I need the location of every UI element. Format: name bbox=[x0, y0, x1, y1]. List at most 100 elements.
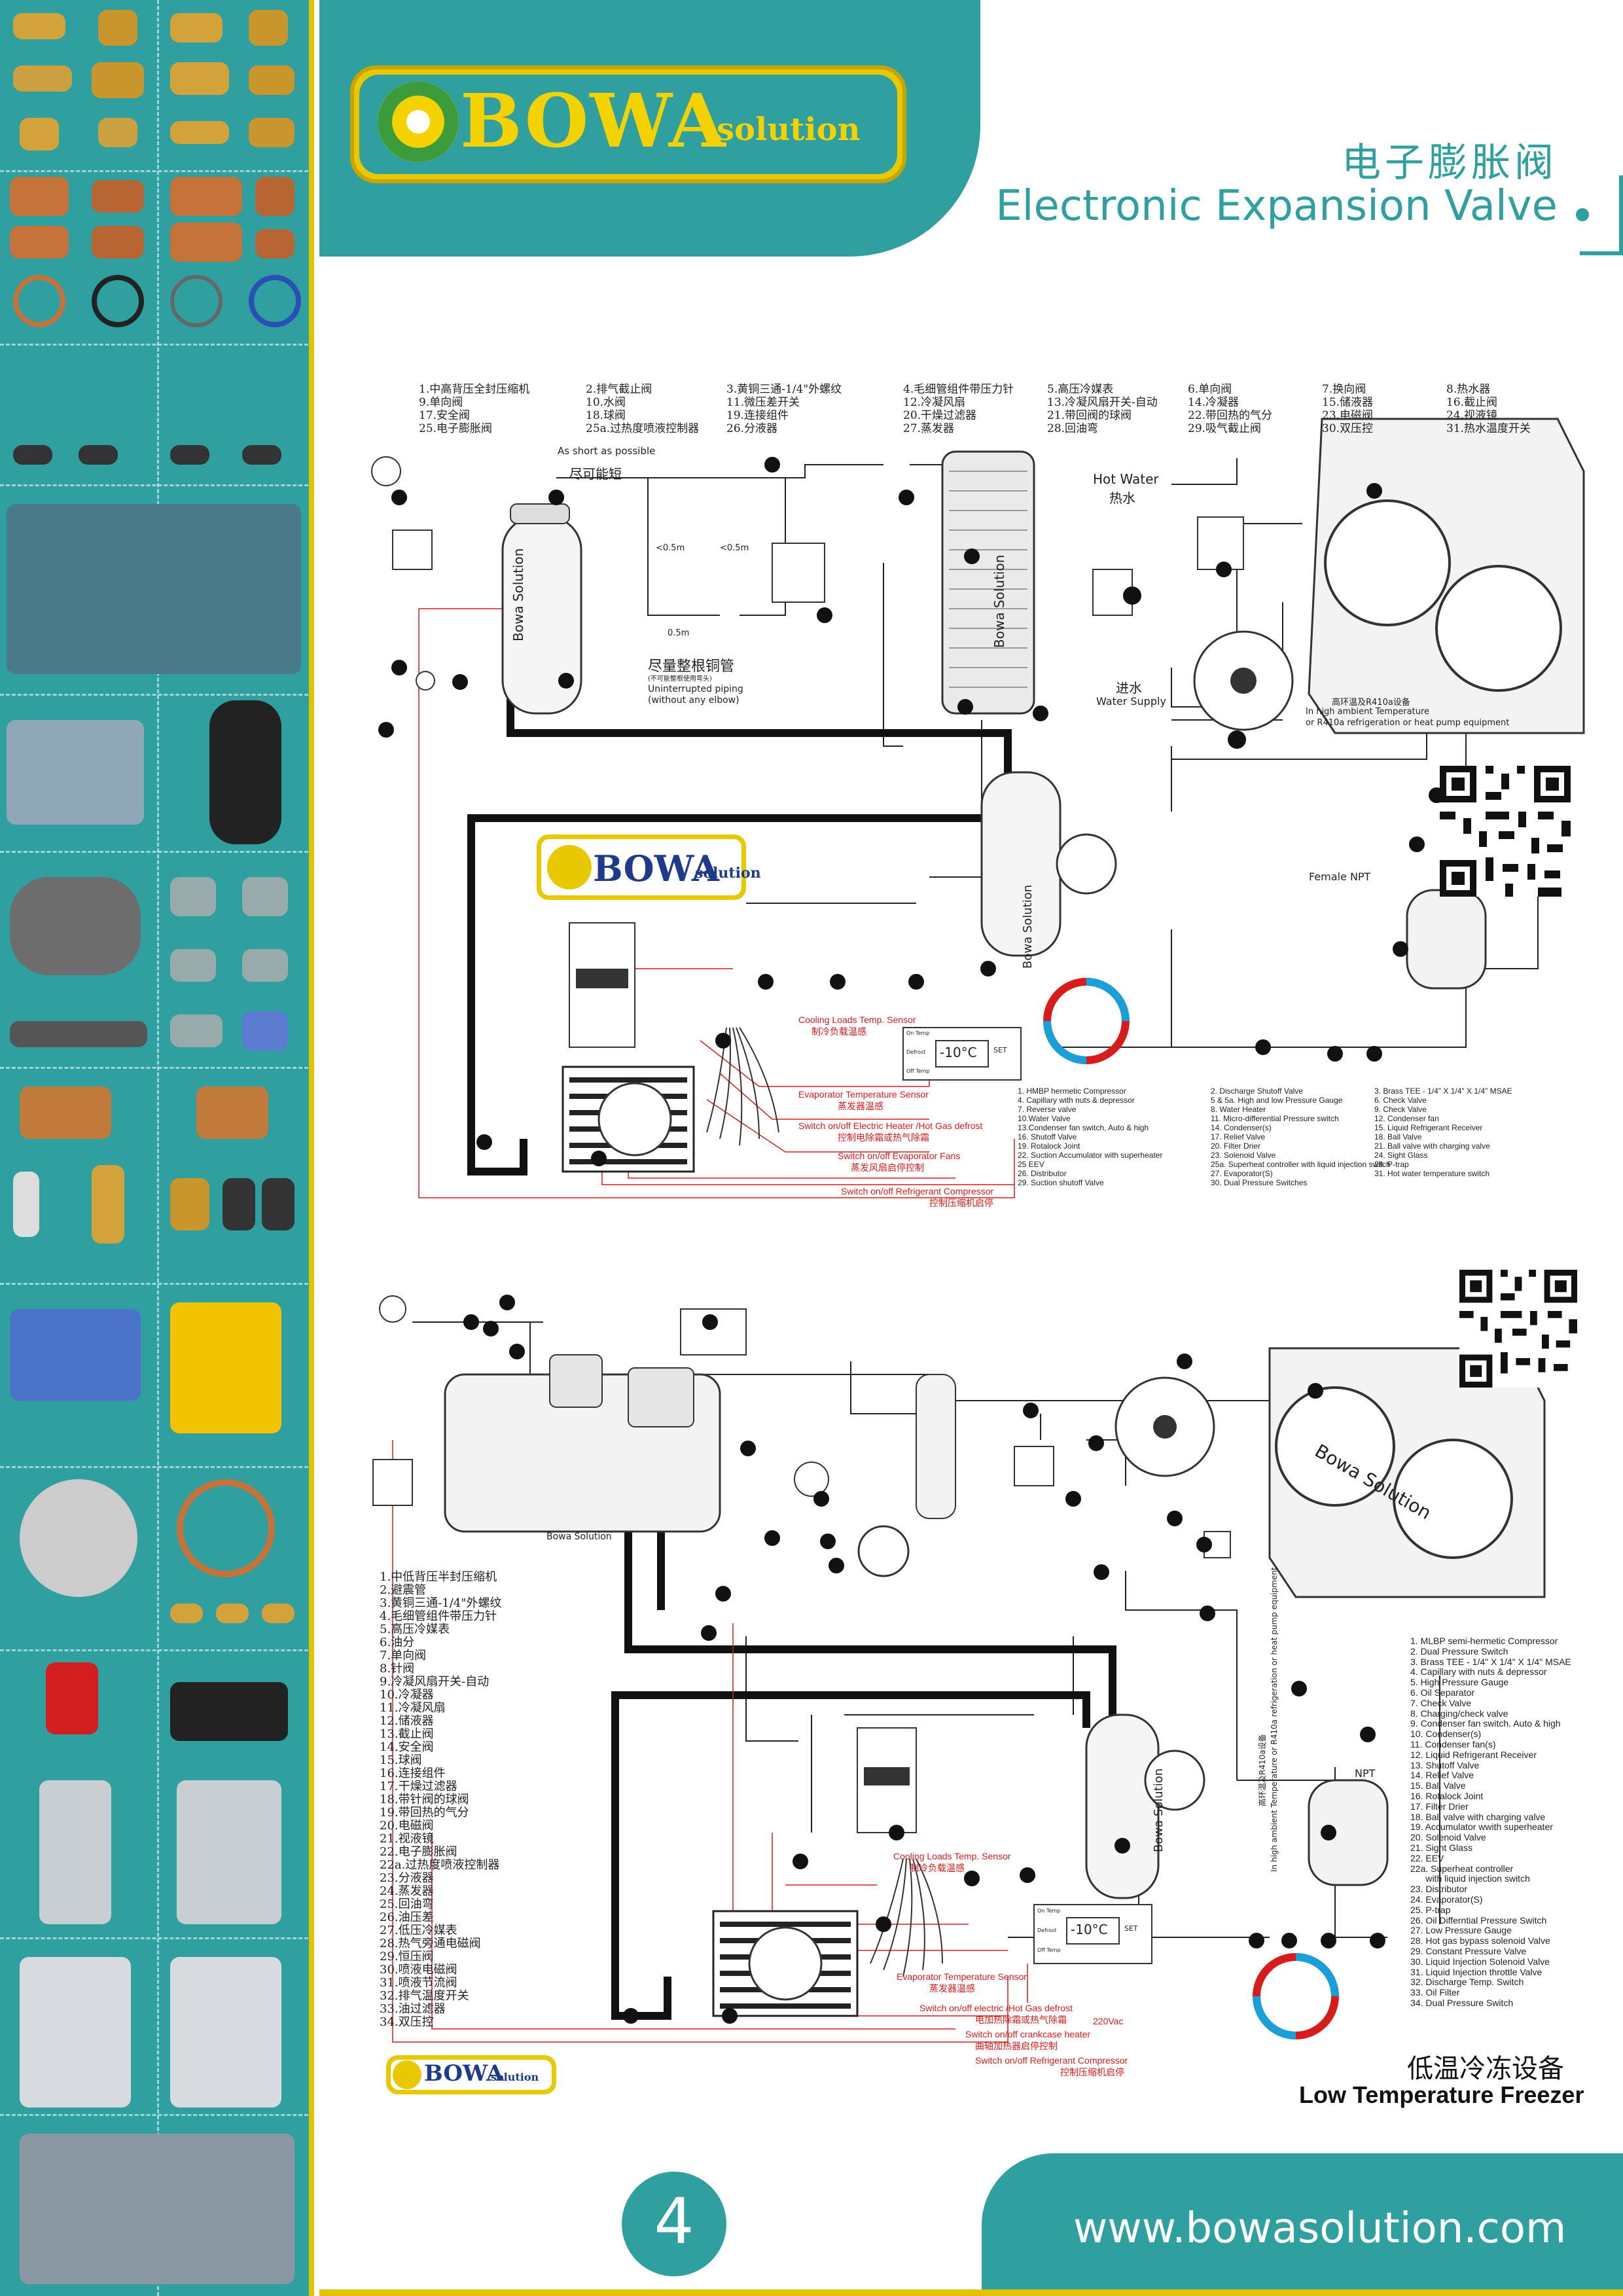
brass-fitting-image bbox=[170, 13, 223, 43]
ice-machine-image bbox=[20, 2134, 294, 2284]
copper-fitting-image bbox=[255, 177, 294, 216]
copper-fitting-image bbox=[92, 180, 144, 213]
accumulator-brand-label: Bowa Solution bbox=[1152, 1768, 1166, 1852]
valve-plate-image bbox=[242, 949, 288, 982]
brass-fitting-image bbox=[170, 62, 229, 95]
sensor-image bbox=[242, 445, 281, 465]
brass-fitting-image bbox=[98, 118, 137, 147]
vacuum-pump-image bbox=[10, 1309, 141, 1401]
page-number-badge: 4 bbox=[622, 2172, 726, 2276]
legend-cn-col: 2.排气截止阀 10.水阀 18.球阀 25a.过热度喷液控制器 bbox=[586, 383, 700, 435]
crankshaft-image bbox=[10, 1021, 147, 1047]
bearing-image bbox=[242, 1011, 288, 1050]
title-bullet-icon bbox=[1576, 208, 1589, 221]
page-title: Electronic Expansion Valve bbox=[995, 182, 1558, 230]
brass-fitting-image bbox=[249, 65, 294, 95]
compressor-switch-label-cn: 控制压缩机启停 bbox=[929, 1198, 993, 1208]
semi-hermetic-compressor-image bbox=[7, 720, 144, 825]
evaporator-sensor-label-cn: 蒸发器温感 bbox=[929, 1983, 975, 1994]
legend-cn-col: 7.换向阀 15.储液器 23.电磁阀 30.双压控 bbox=[1322, 383, 1374, 435]
heat-pump-diagram: 1.中高背压全封压缩机 9.单向阀 17.安全阀 25.电子膨胀阀 2.排气截止… bbox=[353, 367, 1597, 1230]
defrost-label: Defrost bbox=[906, 1049, 926, 1055]
controller-temp-display: -10°C bbox=[1071, 1922, 1108, 1937]
voltage-label: 220Vac bbox=[1093, 2016, 1124, 2026]
brand-logo[interactable]: BOWA solution bbox=[350, 65, 906, 183]
inline-logo-wordmark: BOWA bbox=[593, 848, 719, 889]
piping-label-cn: 尽量整根铜管 bbox=[648, 658, 735, 675]
brass-fitting-image bbox=[20, 118, 59, 151]
sidebar-divider bbox=[0, 484, 314, 486]
freezer-cabinet-image bbox=[177, 1780, 281, 1924]
page-number: 4 bbox=[654, 2185, 694, 2258]
compressor-switch-label: Switch on/off Refrigerant Compressor bbox=[975, 2055, 1128, 2066]
shutoff-valve-image bbox=[223, 1178, 255, 1230]
brass-fitting-image bbox=[216, 1604, 249, 1623]
scroll-compressor-image bbox=[209, 700, 281, 844]
controller-set-button[interactable]: SET bbox=[1124, 1924, 1138, 1933]
as-short-label: As short as possible bbox=[558, 445, 656, 457]
expansion-valve-image bbox=[92, 1165, 124, 1244]
copper-fitting-image bbox=[10, 226, 69, 259]
bottom-logo-tagline: solution bbox=[491, 2071, 539, 2083]
on-temp-label: On Temp bbox=[1037, 1908, 1061, 1914]
high-ambient-label: or R410a refrigeration or heat pump equi… bbox=[1306, 718, 1510, 728]
heat-pump-schematic bbox=[371, 418, 1585, 1198]
logo-emblem-icon bbox=[547, 845, 592, 889]
legend-cn-col: 4.毛细管组件带压力针 12.冷凝风扇 20.干燥过滤器 27.蒸发器 bbox=[903, 383, 1014, 435]
distance-label: <0.5m bbox=[656, 543, 685, 553]
freezer-cabinet-image bbox=[20, 1957, 131, 2108]
hot-water-label-cn: 热水 bbox=[1109, 490, 1135, 506]
sensor-image bbox=[13, 445, 52, 465]
legend-cn-col: 1.中高背压全封压缩机 9.单向阀 17.安全阀 25.电子膨胀阀 bbox=[419, 383, 530, 435]
logo-wordmark: BOWA bbox=[460, 79, 727, 164]
defrost-label: Defrost bbox=[1037, 1928, 1057, 1933]
legend-cn-col: 5.高压冷媒表 13.冷凝风扇开关-自动 21.带回阀的球阀 28.回油弯 bbox=[1047, 383, 1158, 435]
piping-note-cn: (不可能整根使用弯头) bbox=[648, 675, 712, 683]
shutoff-valve-image bbox=[170, 1178, 209, 1230]
crankcase-switch-label-cn: 曲轴加热器启停控制 bbox=[975, 2041, 1058, 2051]
footer-band bbox=[982, 2153, 1623, 2296]
evaporator-sensor-label: Evaporator Temperature Sensor bbox=[798, 1089, 929, 1100]
brass-fitting-image bbox=[13, 13, 65, 39]
heater-switch-label-cn: 电加热除霜或热气除霜 bbox=[975, 2015, 1067, 2025]
copper-fitting-image bbox=[255, 229, 294, 259]
qr-code[interactable] bbox=[1440, 766, 1571, 897]
logo-emblem-icon bbox=[393, 2060, 421, 2089]
legend-cn-list: 1.中低背压半封压缩机 2.避震管 3.黄铜三通-1/4"外螺纹 4.毛细管组件… bbox=[380, 1570, 502, 2029]
controller-set-button[interactable]: SET bbox=[993, 1046, 1007, 1054]
high-ambient-label-cn: 高环温及R410a设备 bbox=[1332, 698, 1410, 708]
compressor-switch-label-cn: 控制压缩机启停 bbox=[1060, 2067, 1124, 2077]
copper-fitting-image bbox=[170, 223, 242, 262]
hot-water-label: Hot Water bbox=[1093, 471, 1159, 487]
brass-fitting-image bbox=[249, 10, 288, 46]
fans-switch-label-cn: 蒸发风扇启停控制 bbox=[851, 1162, 924, 1173]
high-ambient-label: In high ambient Temperature or R410a ref… bbox=[1270, 1567, 1279, 1872]
as-short-label-cn: 尽可能短 bbox=[569, 466, 622, 482]
logo-tagline: solution bbox=[717, 111, 861, 148]
heater-switch-label: Switch on/off Electric Heater /Hot Gas d… bbox=[798, 1121, 983, 1131]
qr-code[interactable] bbox=[1459, 1270, 1577, 1388]
legend-en-col: 1. HMBP hermetic Compressor 4. Capillary… bbox=[1018, 1086, 1163, 1187]
sidebar-gold-edge bbox=[309, 0, 314, 2296]
bottom-logo-wordmark: BOWA bbox=[424, 2060, 504, 2087]
sensor-image bbox=[79, 445, 118, 465]
bottom-logo: BOWA solution bbox=[386, 2055, 556, 2094]
legend-cn-col: 3.黄铜三通-1/4"外螺纹 11.微压差开关 19.连接组件 26.分液器 bbox=[726, 383, 842, 435]
copper-capillary-image bbox=[177, 1479, 275, 1577]
legend-en-col: 2. Discharge Shutoff Valve 5 & 5a. High … bbox=[1211, 1086, 1391, 1187]
motor-stator-image bbox=[10, 877, 141, 975]
brass-fitting-image bbox=[262, 1604, 294, 1623]
sidebar-divider bbox=[0, 1283, 314, 1285]
qr-code-icon bbox=[1440, 766, 1571, 897]
freezer-caption-cn: 低温冷冻设备 bbox=[1407, 2054, 1564, 2084]
legend-cn-col: 6.单向阀 14.冷凝器 22.带回热的气分 29.吸气截止阀 bbox=[1188, 383, 1273, 435]
off-temp-label: Off Temp bbox=[1037, 1947, 1061, 1953]
copper-coil-image bbox=[13, 275, 65, 327]
shutoff-valve-image bbox=[262, 1178, 294, 1230]
brass-fitting-image bbox=[13, 65, 72, 92]
cooling-loads-sensor-label: Cooling Loads Temp. Sensor bbox=[798, 1014, 916, 1025]
website-link[interactable]: www.bowasolution.com bbox=[1073, 2204, 1567, 2253]
female-npt-label: Female NPT bbox=[1309, 870, 1371, 883]
footer-gold-edge bbox=[319, 2289, 1623, 2296]
freezer-caption: Low Temperature Freezer bbox=[1299, 2081, 1584, 2108]
